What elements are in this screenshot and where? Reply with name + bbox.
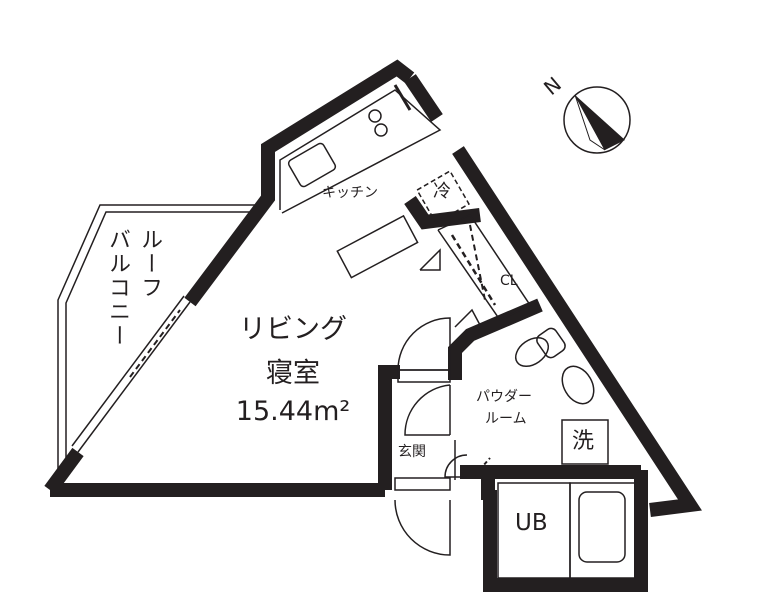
counter-table [336, 214, 419, 279]
stove-burner-icon [368, 109, 382, 123]
washer-space [561, 419, 609, 465]
entrance-doors [394, 317, 491, 556]
closet-label: CL [500, 273, 518, 289]
fridge-label: 冷 [433, 181, 451, 202]
entrance-label: 玄関 [398, 444, 426, 460]
washer-label: 洗 [572, 429, 595, 454]
kitchen-counter [279, 84, 442, 279]
north-arrow-icon [563, 86, 631, 154]
bathtub-icon [578, 491, 626, 563]
exterior-walls [44, 59, 702, 592]
balcony-label-line1: ルーフ [137, 228, 162, 300]
powder-room-label-line2: ルーム [485, 411, 527, 427]
balcony-label-line2: バルコニー [105, 228, 130, 348]
closet [419, 214, 532, 328]
bedroom-name: 寝室 [266, 358, 320, 389]
living-room-area: 15.44m² [235, 396, 351, 427]
balcony-window [71, 295, 191, 453]
kitchen-label: キッチン [322, 185, 378, 201]
fridge-space [416, 170, 470, 224]
washbasin-icon [561, 365, 595, 405]
unit-bath-label: UB [515, 510, 548, 536]
kitchen-sink-icon [287, 142, 337, 188]
toilet-icon [514, 327, 566, 368]
living-room-name: リビング [239, 314, 347, 345]
powder-room-label-line1: パウダー [476, 389, 532, 405]
stove-burner-icon [374, 123, 388, 137]
roof-balcony-outline [57, 204, 268, 470]
